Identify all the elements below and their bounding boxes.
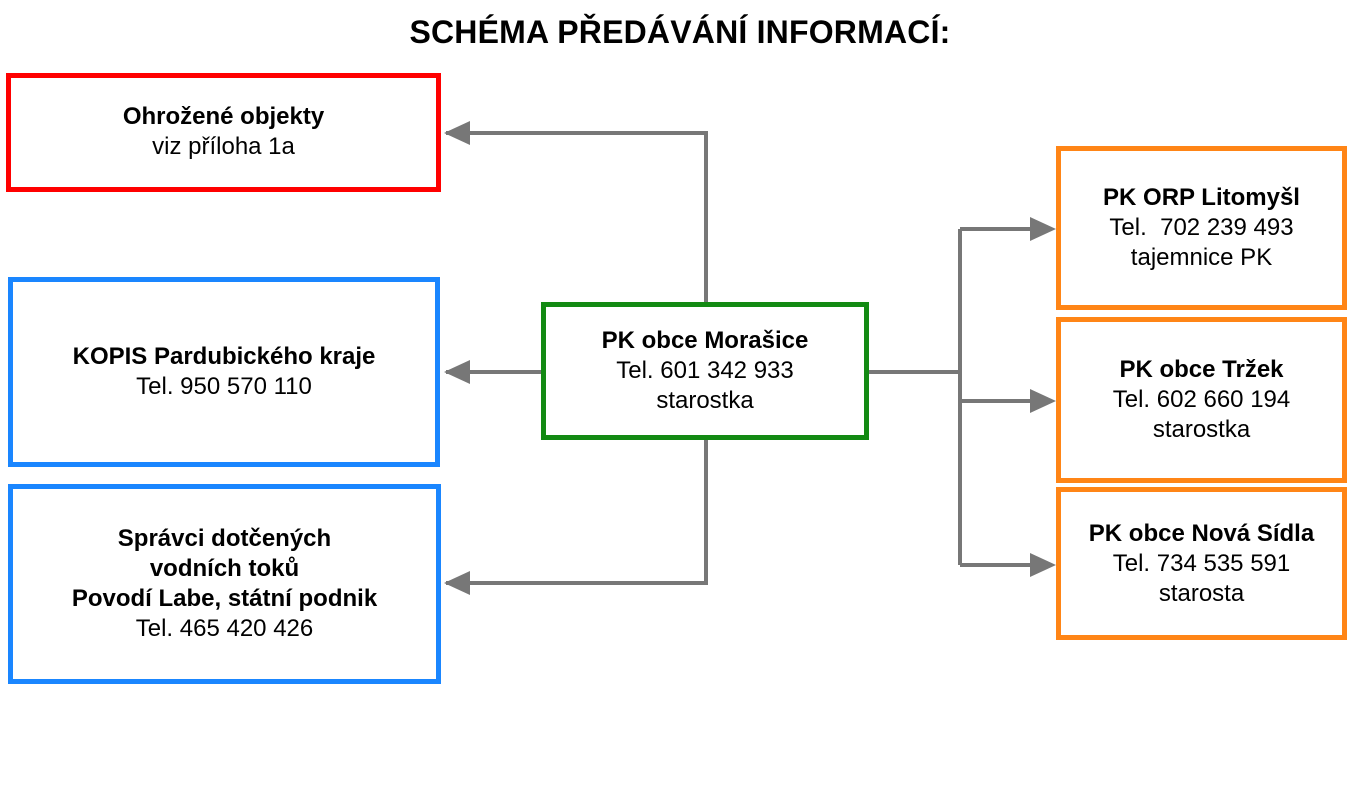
center-phone: Tel. 601 342 933 — [616, 357, 794, 384]
kopis-phone: Tel. 950 570 110 — [136, 373, 312, 400]
nova-sidla-box: PK obce Nová Sídla Tel. 734 535 591 star… — [1056, 487, 1347, 640]
threatened-objects-box: Ohrožené objekty viz příloha 1a — [6, 73, 441, 192]
center-role: starostka — [656, 387, 754, 414]
arrowhead-trzek — [1030, 389, 1056, 413]
trzek-phone: Tel. 602 660 194 — [1112, 386, 1291, 413]
arrowhead-river — [444, 571, 470, 595]
kopis-box: KOPIS Pardubického kraje Tel. 950 570 11… — [8, 277, 440, 467]
trzek-box: PK obce Tržek Tel. 602 660 194 starostka — [1056, 317, 1347, 483]
threatened-objects-name: Ohrožené objekty — [122, 103, 325, 130]
kopis-name: KOPIS Pardubického kraje — [72, 343, 376, 370]
nova-sidla-name: PK obce Nová Sídla — [1088, 519, 1315, 547]
arrow-to-threatened — [446, 131, 708, 302]
trzek-role: starostka — [1152, 416, 1251, 443]
arrow-to-river — [446, 440, 708, 585]
arrowhead-nova — [1030, 553, 1056, 577]
river-managers-line2: vodních toků — [149, 555, 300, 582]
nova-sidla-role: starosta — [1158, 579, 1245, 607]
arrowhead-threatened — [444, 121, 470, 145]
center-box: PK obce Morašice Tel. 601 342 933 staros… — [541, 302, 869, 440]
river-managers-line1: Správci dotčených — [117, 525, 332, 552]
center-name: PK obce Morašice — [601, 327, 809, 354]
nova-sidla-phone: Tel. 734 535 591 — [1112, 549, 1291, 577]
river-managers-phone: Tel. 465 420 426 — [135, 615, 314, 642]
threatened-objects-note: viz příloha 1a — [152, 133, 295, 160]
river-managers-line3: Povodí Labe, státní podnik — [71, 585, 378, 612]
trzek-name: PK obce Tržek — [1119, 356, 1284, 383]
arrowhead-orp — [1030, 217, 1056, 241]
arrowhead-kopis — [444, 360, 470, 384]
orp-phone: Tel. 702 239 493 — [1109, 214, 1294, 241]
orp-role: tajemnice PK — [1130, 244, 1273, 271]
orp-name: PK ORP Litomyšl — [1103, 184, 1300, 211]
orp-litomysl-box: PK ORP Litomyšl Tel. 702 239 493 tajemni… — [1056, 146, 1347, 310]
diagram-title: SCHÉMA PŘEDÁVÁNÍ INFORMACÍ: — [409, 14, 951, 50]
river-managers-box: Správci dotčených vodních toků Povodí La… — [8, 484, 441, 684]
